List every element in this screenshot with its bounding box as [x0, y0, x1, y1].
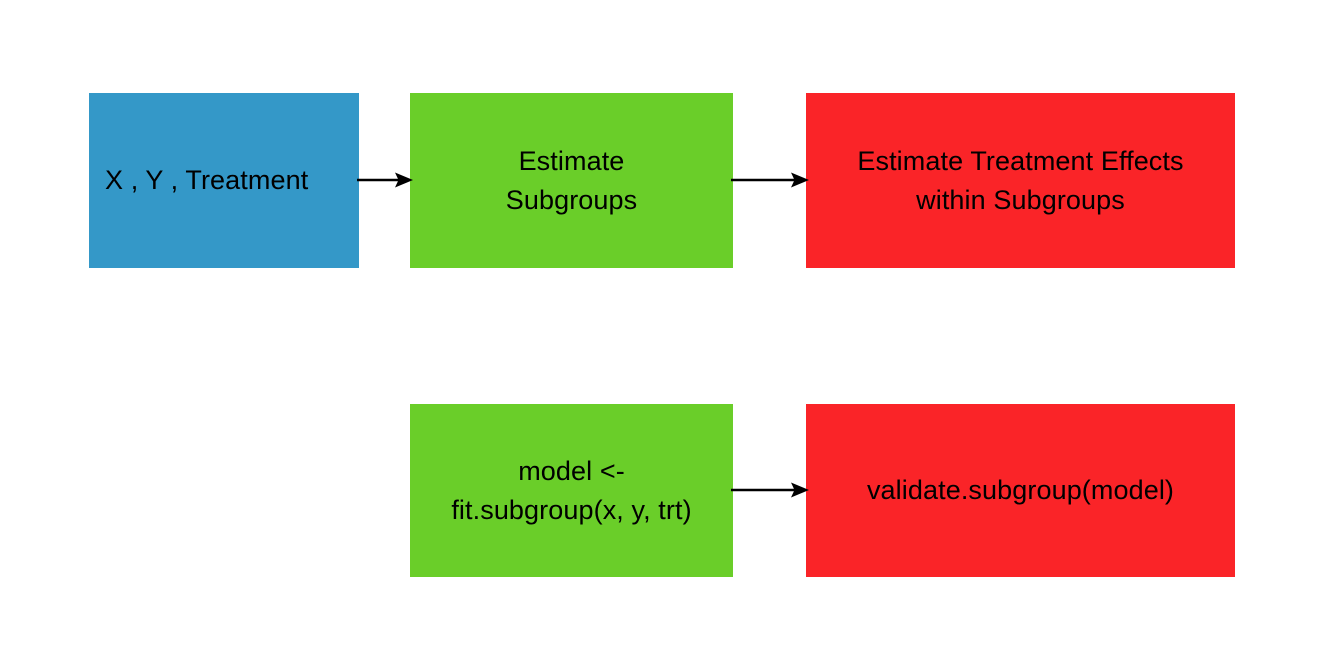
node-validate-subgroup-code-label: validate.subgroup(model): [866, 475, 1175, 506]
node-estimate-subgroups-label: Estimate Subgroups: [505, 146, 638, 215]
node-estimate-treatment-effects-label: Estimate Treatment Effects within Subgro…: [857, 146, 1184, 215]
node-estimate-subgroups[interactable]: Estimate Subgroups: [410, 93, 733, 268]
node-validate-subgroup-code[interactable]: validate.subgroup(model): [806, 404, 1235, 577]
arrow-right-icon-subgroups-to-effects: [731, 172, 809, 188]
arrow-right-icon-fit-to-validate: [731, 482, 809, 498]
node-fit-subgroup-code-label: model <- fit.subgroup(x, y, trt): [451, 456, 692, 525]
node-estimate-treatment-effects[interactable]: Estimate Treatment Effects within Subgro…: [806, 93, 1235, 268]
node-fit-subgroup-code[interactable]: model <- fit.subgroup(x, y, trt): [410, 404, 733, 577]
node-data-inputs-label: X , Y , Treatment: [105, 165, 309, 196]
node-data-inputs[interactable]: X , Y , Treatment: [89, 93, 359, 268]
arrow-right-icon-data-to-subgroups: [357, 172, 413, 188]
